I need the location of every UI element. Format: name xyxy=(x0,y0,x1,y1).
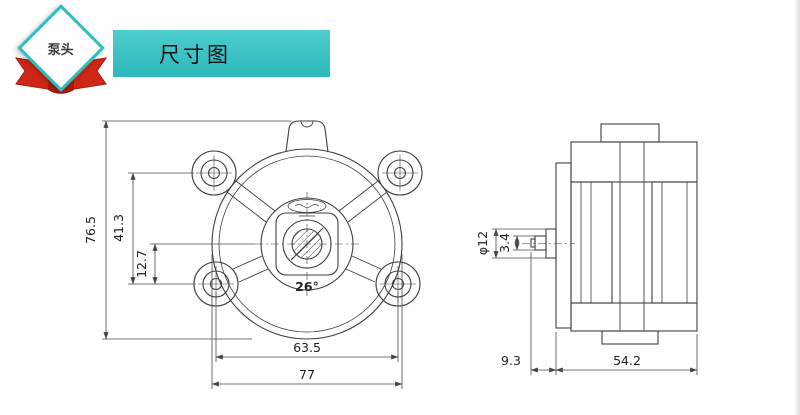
dim-boss-diameter: φ12 xyxy=(475,231,490,255)
output-shaft xyxy=(522,228,575,259)
top-tab xyxy=(285,120,329,153)
center-hub xyxy=(255,192,359,296)
front-view-dimensions xyxy=(102,120,403,389)
dim-hole-column-spacing: 63.5 xyxy=(293,340,321,355)
motor-top-bracket xyxy=(570,141,698,183)
dim-overall-width: 77 xyxy=(299,367,315,382)
section-title: 尺寸图 xyxy=(159,42,231,67)
page-edge-shadow xyxy=(794,0,800,415)
angle-label: 26° xyxy=(295,279,319,294)
dim-hole-row-spacing: 41.3 xyxy=(111,214,126,242)
front-view xyxy=(191,120,423,340)
dim-overall-height: 76.5 xyxy=(83,216,98,244)
motor-bottom-tab xyxy=(601,330,659,345)
category-badge: 泵头 xyxy=(4,2,116,100)
dim-shaft-flat: 3.4 xyxy=(497,233,512,253)
motor-left-winding xyxy=(570,181,613,304)
cover-ribs xyxy=(226,180,388,283)
dim-body-length: 54.2 xyxy=(613,353,641,368)
motor-top-tab xyxy=(600,123,660,143)
mounting-ear-top-left xyxy=(191,150,237,196)
mounting-ear-top-right xyxy=(377,150,423,196)
dim-center-to-lower-holes: 12.7 xyxy=(134,250,149,278)
dim-shaft-length: 9.3 xyxy=(501,353,521,368)
motor-bottom-bracket xyxy=(570,302,698,332)
shaft-tip xyxy=(530,238,536,248)
pump-mount-plate xyxy=(555,162,572,329)
motor-right-winding xyxy=(651,181,698,304)
section-title-bar: 尺寸图 xyxy=(113,30,330,77)
side-view xyxy=(522,123,698,345)
side-view-dimensions xyxy=(492,228,698,375)
brand-mark xyxy=(287,199,327,217)
